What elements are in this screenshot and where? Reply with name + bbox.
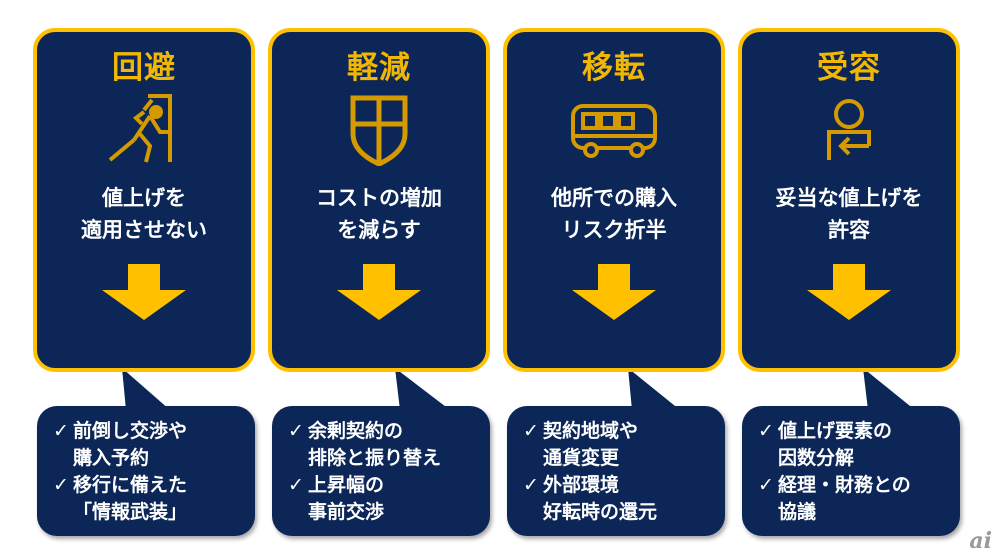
card-description: 他所での購入 リスク折半	[551, 186, 677, 242]
logo: ai	[969, 528, 992, 554]
card-title: 軽減	[347, 50, 411, 86]
list-item: ✓契約地域や 通貨変更	[523, 418, 657, 472]
down-arrow-icon	[102, 264, 186, 320]
callout-accept: ✓値上げ要素の 因数分解 ✓経理・財務との 協議	[742, 406, 960, 536]
callout-avoid: ✓前倒し交渉や 購入予約 ✓移行に備えた 「情報武装」	[37, 406, 255, 536]
shield-icon	[350, 95, 408, 166]
bus-icon	[571, 104, 657, 158]
list-item: ✓値上げ要素の 因数分解	[758, 418, 911, 472]
card-mitigate: 軽減 コストの増加 を減らす	[268, 28, 490, 372]
check-icon: ✓	[523, 474, 539, 496]
running-exit-icon	[108, 94, 172, 163]
check-icon: ✓	[758, 474, 774, 496]
down-arrow-icon	[572, 264, 656, 320]
check-icon: ✓	[53, 420, 69, 442]
card-title: 回避	[112, 50, 176, 86]
check-icon: ✓	[758, 420, 774, 442]
person-accept-icon	[827, 99, 871, 160]
list-item: ✓前倒し交渉や 購入予約	[53, 418, 187, 472]
card-avoid: 回避 値上げを 適用させない	[33, 28, 255, 372]
list-item: ✓余剰契約の 排除と振り替え	[288, 418, 441, 472]
card-transfer: 移転 他所での購入 リスク折半	[503, 28, 725, 372]
list-item: ✓上昇幅の 事前交渉	[288, 472, 441, 526]
list-item: ✓経理・財務との 協議	[758, 472, 911, 526]
callout-mitigate: ✓余剰契約の 排除と振り替え ✓上昇幅の 事前交渉	[272, 406, 490, 536]
check-icon: ✓	[523, 420, 539, 442]
check-icon: ✓	[288, 420, 304, 442]
list-item: ✓外部環境 好転時の還元	[523, 472, 657, 526]
list-item: ✓移行に備えた 「情報武装」	[53, 472, 187, 526]
down-arrow-icon	[337, 264, 421, 320]
check-icon: ✓	[288, 474, 304, 496]
card-title: 移転	[582, 50, 646, 86]
card-title: 受容	[817, 50, 881, 86]
card-description: 妥当な値上げを 許容	[775, 186, 923, 242]
card-description: 値上げを 適用させない	[81, 186, 207, 242]
card-description: コストの増加 を減らす	[316, 186, 442, 242]
check-icon: ✓	[53, 474, 69, 496]
card-accept: 受容 妥当な値上げを 許容	[738, 28, 960, 372]
down-arrow-icon	[807, 264, 891, 320]
callout-transfer: ✓契約地域や 通貨変更 ✓外部環境 好転時の還元	[507, 406, 725, 536]
